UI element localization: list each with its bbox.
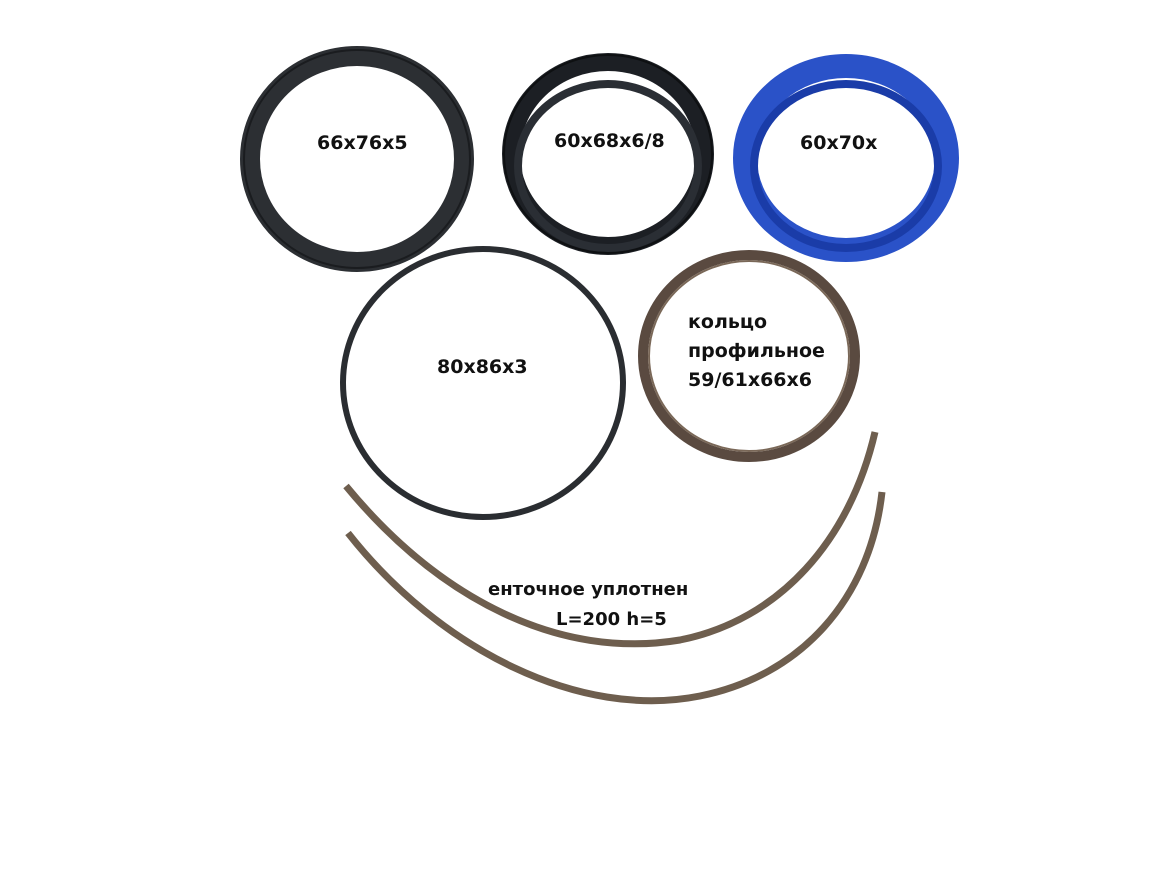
ring-66x76x5 xyxy=(240,46,474,272)
ring-label-profile-line1: кольцо xyxy=(688,311,768,333)
ring-label-66x76x5: 66x76x5 xyxy=(317,132,408,154)
ring-label-profile: кольцо профильное 59/61x66x6 xyxy=(688,308,838,395)
ring-label-60x68x6-8: 60x68x6/8 xyxy=(554,130,665,152)
guide-strips xyxy=(343,431,886,705)
ring-label-60x70: 60x70x xyxy=(800,132,878,154)
strip-label-line1: енточное уплотнен xyxy=(488,579,689,600)
ring-label-profile-line2: профильное xyxy=(688,340,825,362)
ring-label-profile-line3: 59/61x66x6 xyxy=(688,369,812,391)
ring-label-80x86x3: 80x86x3 xyxy=(437,356,528,378)
ring-60x68x6-8 xyxy=(502,53,714,255)
ring-80x86x3 xyxy=(340,246,626,520)
strip-label-line2: L=200 h=5 xyxy=(556,609,667,630)
ring-profile-59-61x66x6 xyxy=(638,250,860,462)
ring-60x70 xyxy=(733,54,959,262)
